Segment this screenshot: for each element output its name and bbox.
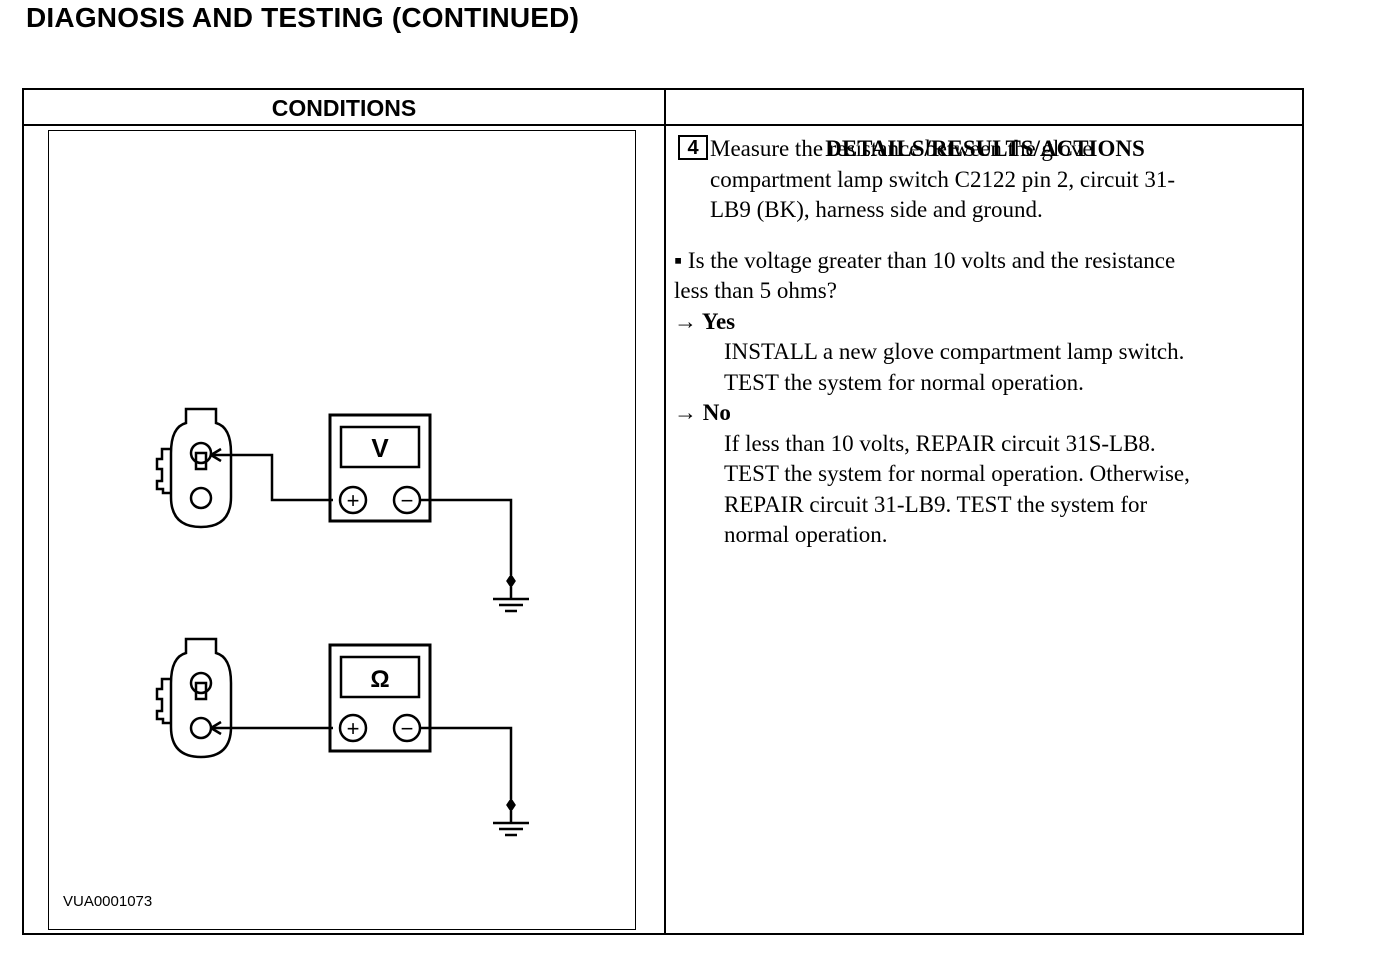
voltmeter <box>328 413 432 523</box>
ground-symbol-lower <box>493 821 529 837</box>
voltmeter-negative-terminal: − <box>401 488 414 513</box>
conditions-figure: V Ω + − + − VUA0001073 <box>48 130 636 930</box>
yes-arrow-icon: → <box>674 308 697 334</box>
no-action-line: If less than 10 volts, REPAIR circuit 31… <box>724 430 1156 456</box>
voltmeter-symbol: V <box>371 433 389 463</box>
ground-symbol-upper <box>493 597 529 613</box>
diagnosis-table: CONDITIONS DETAILS/RESULTS/ACTIONS <box>22 88 1304 935</box>
ohmmeter-symbol: Ω <box>370 666 389 693</box>
figure-code: VUA0001073 <box>63 893 153 910</box>
details-header: DETAILS/RESULTS/ACTIONS <box>825 136 1145 161</box>
instruction-line: LB9 (BK), harness side and ground. <box>710 197 1043 222</box>
probe-tip-lower <box>210 720 222 736</box>
no-action-line: TEST the system for normal operation. Ot… <box>724 461 1190 486</box>
question-line: ▪ Is the voltage greater than 10 volts a… <box>674 247 1176 273</box>
column-divider <box>664 90 666 933</box>
conditions-header: CONDITIONS <box>271 95 417 121</box>
yes-action-line: INSTALL a new glove compartment lamp swi… <box>724 339 1185 364</box>
question-line: less than 5 ohms? <box>674 278 837 303</box>
ground-clip-lower <box>506 797 516 813</box>
no-label: → No <box>674 398 1310 429</box>
yes-label-text: Yes <box>701 308 736 334</box>
ohmmeter-positive-terminal: + <box>347 716 360 741</box>
step-number-badge: 4 <box>678 135 708 160</box>
yes-actions: INSTALL a new glove compartment lamp swi… <box>724 337 1310 398</box>
voltmeter-positive-terminal: + <box>347 488 360 513</box>
lead-upper-positive <box>211 453 333 502</box>
header-rule <box>24 124 1302 126</box>
ground-clip-upper <box>506 573 516 589</box>
wiring-diagram: V Ω + − + − <box>155 407 529 837</box>
step-question: ▪ Is the voltage greater than 10 volts a… <box>674 246 1310 307</box>
details-column: 4 Measure the resistance between the glo… <box>674 134 1310 551</box>
instruction-line: Measure the resistance between the glove <box>710 136 1093 161</box>
page-title: DIAGNOSIS AND TESTING (CONTINUED) <box>26 2 580 33</box>
lead-upper-negative <box>420 498 513 575</box>
no-label-text: No <box>702 400 731 425</box>
step-instruction: 4 Measure the resistance between the glo… <box>678 134 1310 226</box>
lead-lower-negative <box>420 726 513 799</box>
connector-lower <box>155 637 233 759</box>
ohmmeter <box>328 643 432 753</box>
yes-action-line: TEST the system for normal operation. <box>724 369 1084 395</box>
probe-tip-upper <box>210 447 222 463</box>
no-arrow-icon: → <box>674 400 697 425</box>
no-action-line: normal operation. <box>724 522 888 547</box>
no-actions: If less than 10 volts, REPAIR circuit 31… <box>724 429 1310 551</box>
yes-label: → Yes <box>674 307 1310 338</box>
no-action-line: REPAIR circuit 31-LB9. TEST the system f… <box>724 491 1148 517</box>
instruction-line: compartment lamp switch C2122 pin 2, cir… <box>710 166 1176 192</box>
ohmmeter-negative-terminal: − <box>401 716 414 741</box>
connector-upper <box>155 407 233 529</box>
